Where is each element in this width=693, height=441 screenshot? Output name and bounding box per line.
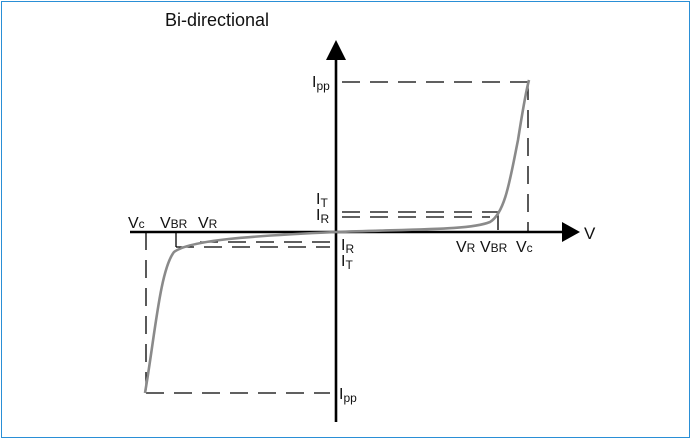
- ir-bottom-label: IR: [341, 237, 354, 256]
- vc-left-label: Vc: [128, 215, 145, 232]
- v-axis-label: V: [584, 224, 596, 243]
- diagram-title: Bi-directional: [165, 10, 269, 30]
- it-bottom-label: IT: [341, 253, 353, 272]
- vr-left-label: VR: [198, 215, 218, 232]
- vbr-right-label: VBR: [480, 239, 508, 256]
- v-axis-arrowhead: [562, 222, 580, 242]
- i-axis-arrowhead: [326, 40, 346, 60]
- ipp-top-label: Ipp: [312, 74, 330, 93]
- reference-lines: [145, 81, 529, 394]
- ipp-bottom-label: Ipp: [339, 386, 357, 405]
- vr-right-label: VR: [456, 239, 476, 256]
- ir-top-label: IR: [316, 207, 329, 226]
- vc-right-label: Vc: [516, 239, 533, 256]
- vbr-left-label: VBR: [160, 215, 188, 232]
- iv-curve: [143, 79, 531, 394]
- it-top-label: IT: [316, 191, 328, 210]
